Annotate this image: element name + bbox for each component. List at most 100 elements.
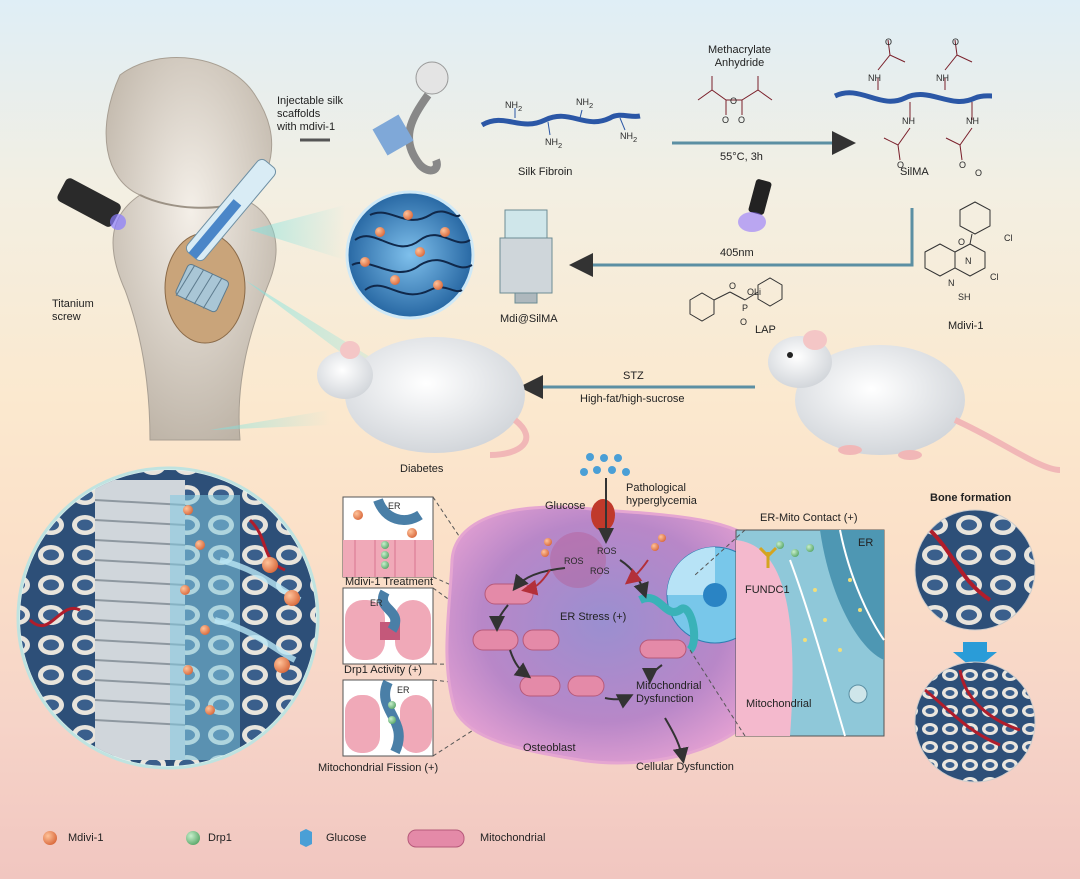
inset-drp1-activity xyxy=(342,587,434,665)
pathway-arrow xyxy=(604,694,634,709)
wavelength-label: 405nm xyxy=(720,247,754,259)
pathway-arrow xyxy=(664,717,689,764)
inset-mdivi-treatment xyxy=(342,496,434,578)
amine-subscript: 2 xyxy=(558,140,563,150)
bone-formation-label: Bone formation xyxy=(930,492,1012,504)
oxygen-label: O xyxy=(740,317,748,327)
glucose-transporter xyxy=(591,499,615,531)
ros-cluster xyxy=(550,532,606,588)
nitrogen-label: N xyxy=(965,256,972,266)
oxygen-label: O xyxy=(959,160,967,170)
inhibition-arrow xyxy=(624,559,649,585)
er-mito-contact-panel xyxy=(735,529,885,737)
formation-arrow-icon xyxy=(953,642,997,670)
uv-lamp-icon xyxy=(57,178,126,230)
oxygen-label: O xyxy=(885,37,893,47)
amide-label: NH xyxy=(966,116,979,126)
legend-mdivi1-marker xyxy=(43,831,57,845)
bone-before-circle xyxy=(914,509,1036,631)
er-label: ER xyxy=(858,537,874,549)
amide-label: NH xyxy=(868,73,881,83)
injectable-label: Injectable silk scaffolds with mdivi-1 xyxy=(277,95,343,134)
methacrylate-anhydride-structure xyxy=(697,76,773,115)
pathway-arrow xyxy=(509,649,532,679)
oxygen-label: O xyxy=(730,96,738,106)
legend-mitochondrial-marker xyxy=(407,829,465,848)
inhibition-arrow xyxy=(521,569,551,596)
amine-subscript: 2 xyxy=(518,103,523,113)
legend-markers xyxy=(43,829,465,848)
amide-label: NH xyxy=(902,116,915,126)
legend-mitochondrial-label: Mitochondrial xyxy=(480,832,546,844)
hydrogel-network-circle xyxy=(345,190,475,320)
osteoblast-label: Osteoblast xyxy=(523,742,576,754)
uv-light-icon xyxy=(738,179,772,232)
vial-icon xyxy=(499,209,553,304)
nitrogen-label: N xyxy=(948,278,955,288)
osteoblast-cell xyxy=(445,453,764,765)
mitochondrial-label: Mitochondrial xyxy=(746,698,812,710)
silk-fibroin-molecule xyxy=(480,108,641,136)
amine-text: NH xyxy=(545,137,558,147)
mdivi-treatment-label: Mdivi-1 Treatment xyxy=(345,576,434,588)
hyperglycemia-line: Pathological xyxy=(626,482,686,494)
chlorine-label: Cl xyxy=(1004,233,1013,243)
titanium-line: Titanium xyxy=(52,298,94,310)
titanium-label: Titanium screw xyxy=(52,298,94,324)
amine-text: NH xyxy=(576,97,589,107)
legend-glucose-label: Glucose xyxy=(326,832,367,844)
fundc1-label: FUNDC1 xyxy=(745,584,790,596)
lithium-oxide-label: OLi xyxy=(747,287,762,297)
cell-dysfunction-label: Cellular Dysfunction xyxy=(636,761,734,773)
ros-label: ROS xyxy=(590,566,610,576)
pathway-arrow xyxy=(642,664,663,684)
chlorine-label: Cl xyxy=(990,272,999,282)
amine-text: NH xyxy=(505,100,518,110)
amine-label: NH2 xyxy=(545,137,562,150)
oxygen-label: O xyxy=(897,160,905,170)
ros-label: ROS xyxy=(564,556,584,566)
knee-joint-illustration xyxy=(57,57,330,441)
silma-label: SilMA xyxy=(900,166,929,178)
injectable-line: with mdivi-1 xyxy=(277,121,336,133)
healthy-rat-icon xyxy=(768,330,1061,473)
bone-after-circle xyxy=(914,661,1036,783)
oxygen-label: O xyxy=(975,168,983,178)
light-beam xyxy=(250,205,345,260)
pathway-arrow xyxy=(512,567,566,592)
methacrylate-line: Anhydride xyxy=(714,57,765,69)
thiol-label: SH xyxy=(958,292,971,302)
oxygen-label: O xyxy=(729,281,737,291)
amine-label: NH2 xyxy=(505,100,522,113)
oxygen-label: O xyxy=(738,115,746,125)
legend-drp1-marker xyxy=(186,831,200,845)
hyperglycemia-line: hyperglycemia xyxy=(626,495,697,507)
diabetes-label: Diabetes xyxy=(400,463,444,475)
amine-text: NH xyxy=(620,131,633,141)
mdi-silma-label: Mdi@SilMA xyxy=(500,313,558,325)
light-beam xyxy=(210,410,330,430)
er-mito-contact-label: ER-Mito Contact (+) xyxy=(760,512,858,524)
methacrylate-label: Methacrylate Anhydride xyxy=(708,44,771,70)
er-label: ER xyxy=(388,501,401,511)
mito-dysfunction-line: Mitochondrial xyxy=(636,680,702,692)
silk-fibroin-label: Silk Fibroin xyxy=(518,166,573,178)
legend-mdivi1-label: Mdivi-1 xyxy=(68,832,104,844)
endoplasmic-reticulum xyxy=(638,594,699,653)
lap-structure xyxy=(689,277,783,322)
amine-subscript: 2 xyxy=(633,134,638,144)
legend-drp1-label: Drp1 xyxy=(208,832,232,844)
methacrylate-line: Methacrylate xyxy=(708,44,771,56)
amide-label: NH xyxy=(936,73,949,83)
lap-label: LAP xyxy=(755,324,776,336)
mdivi1-label: Mdivi-1 xyxy=(948,320,984,332)
amine-label: NH2 xyxy=(620,131,637,144)
crosslink-arrow xyxy=(569,208,914,277)
diabetic-rat-icon xyxy=(317,337,530,458)
glucose-particles xyxy=(580,453,630,476)
er-stress-label: ER Stress (+) xyxy=(560,611,627,623)
legend-glucose-marker xyxy=(300,829,312,847)
diet-label: High-fat/high-sucrose xyxy=(580,393,685,405)
